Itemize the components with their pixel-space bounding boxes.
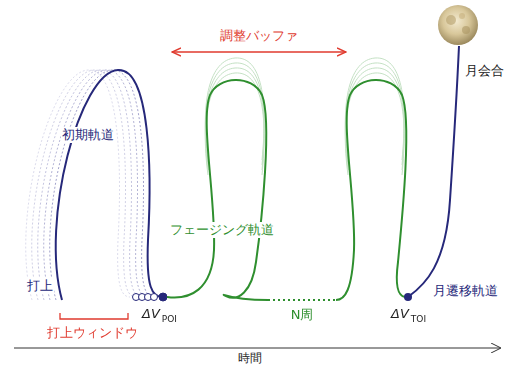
delta-v-label: ΔV bbox=[390, 306, 410, 322]
moon-rendezvous-label: 月会合 bbox=[464, 63, 505, 79]
buffer-label: 調整バッファ bbox=[219, 28, 299, 44]
initial-orbit bbox=[56, 70, 163, 300]
launch-window-bracket bbox=[60, 313, 128, 319]
transfer-orbit-label: 月遷移軌道 bbox=[432, 283, 499, 299]
lunar-transfer-orbit bbox=[408, 46, 459, 297]
poi-points bbox=[133, 293, 168, 301]
phasing-loop-copies bbox=[205, 58, 404, 175]
orbit-count-label: N周 bbox=[290, 307, 315, 323]
axis-label: 時間 bbox=[237, 351, 263, 365]
buffer-arrow bbox=[172, 51, 346, 52]
moon-image bbox=[438, 5, 478, 45]
launch-window-orbits bbox=[26, 70, 154, 300]
delta-v-label: ΔV bbox=[141, 306, 161, 322]
phasing-orbit-label: フェージング軌道 bbox=[169, 222, 275, 238]
time-axis bbox=[14, 348, 500, 349]
phasing-orbit bbox=[167, 80, 406, 300]
subscript-label: POI bbox=[161, 314, 178, 325]
initial-orbit-label: 初期軌道 bbox=[61, 127, 115, 143]
launch-window-label: 打上ウィンドウ bbox=[46, 325, 139, 341]
launch-label: 打上 bbox=[26, 278, 54, 294]
subscript-label: TOI bbox=[410, 314, 427, 325]
